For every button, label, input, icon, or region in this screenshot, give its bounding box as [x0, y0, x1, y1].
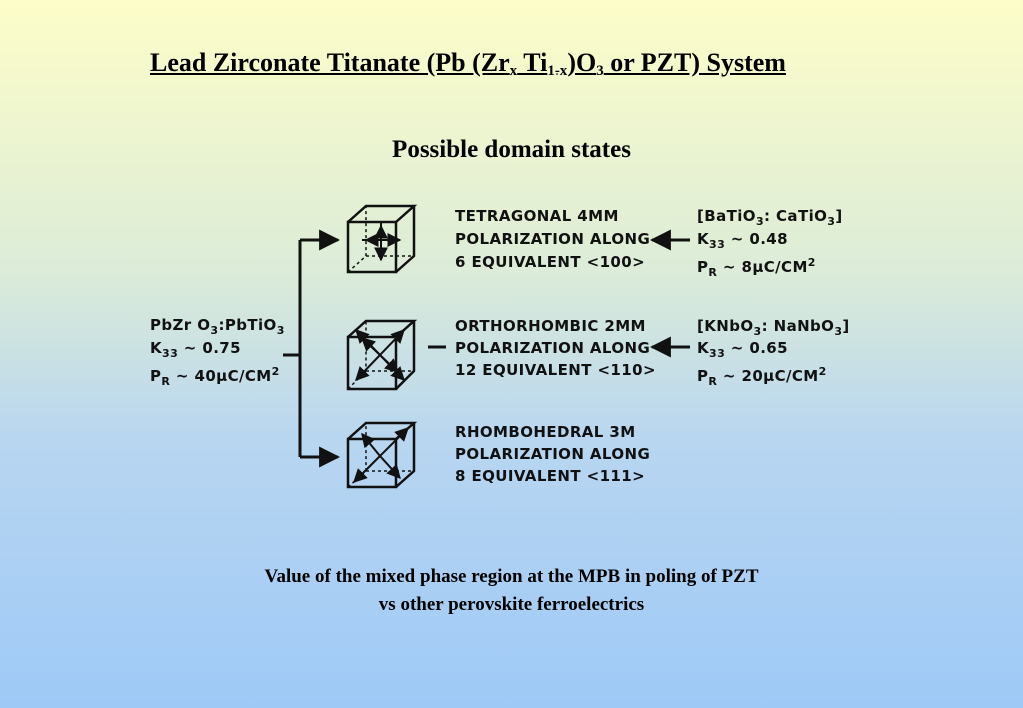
- rhombohedral-name: RHOMBOHEDRAL 3M: [455, 423, 636, 441]
- tetragonal-polarization: POLARIZATION ALONG: [455, 230, 651, 248]
- pzt-formula: PbZr O3:PbTiO3: [150, 316, 285, 338]
- tetragonal-ref-pr: PR ~ 8μC/CM2: [697, 256, 816, 279]
- rhombohedral-cube-icon: [346, 421, 418, 489]
- pzt-k33: K33 ~ 0.75: [150, 339, 241, 361]
- rhombohedral-equivalent: 8 EQUIVALENT <111>: [455, 467, 646, 485]
- caption-line-2: vs other perovskite ferroelectrics: [378, 594, 645, 615]
- slide-subtitle: Possible domain states: [392, 136, 631, 163]
- orthorhombic-name: ORTHORHOMBIC 2MM: [455, 317, 646, 335]
- orthorhombic-ref-k33: K33 ~ 0.65: [697, 339, 788, 361]
- slide-caption: Value of the mixed phase region at the M…: [0, 563, 1023, 619]
- rhombohedral-polarization: POLARIZATION ALONG: [455, 445, 651, 463]
- slide-title: Lead Zirconate Titanate (Pb (Zrx Ti1-x)O…: [150, 48, 786, 79]
- orthorhombic-equivalent: 12 EQUIVALENT <110>: [455, 361, 656, 379]
- orthorhombic-ref-formula: [KNbO3: NaNbO3]: [697, 317, 850, 339]
- caption-line-1: Value of the mixed phase region at the M…: [264, 566, 759, 587]
- tetragonal-ref-formula: [BaTiO3: CaTiO3]: [697, 207, 843, 229]
- tetragonal-name: TETRAGONAL 4MM: [455, 207, 619, 225]
- tetragonal-ref-k33: K33 ~ 0.48: [697, 230, 788, 252]
- tetragonal-cube-icon: [346, 204, 418, 274]
- pzt-pr: PR ~ 40μC/CM2: [150, 365, 280, 388]
- orthorhombic-polarization: POLARIZATION ALONG: [455, 339, 651, 357]
- tetragonal-equivalent: 6 EQUIVALENT <100>: [455, 253, 646, 271]
- orthorhombic-ref-pr: PR ~ 20μC/CM2: [697, 365, 827, 388]
- branch-trunk-line: [283, 240, 302, 457]
- orthorhombic-cube-icon: [346, 319, 418, 391]
